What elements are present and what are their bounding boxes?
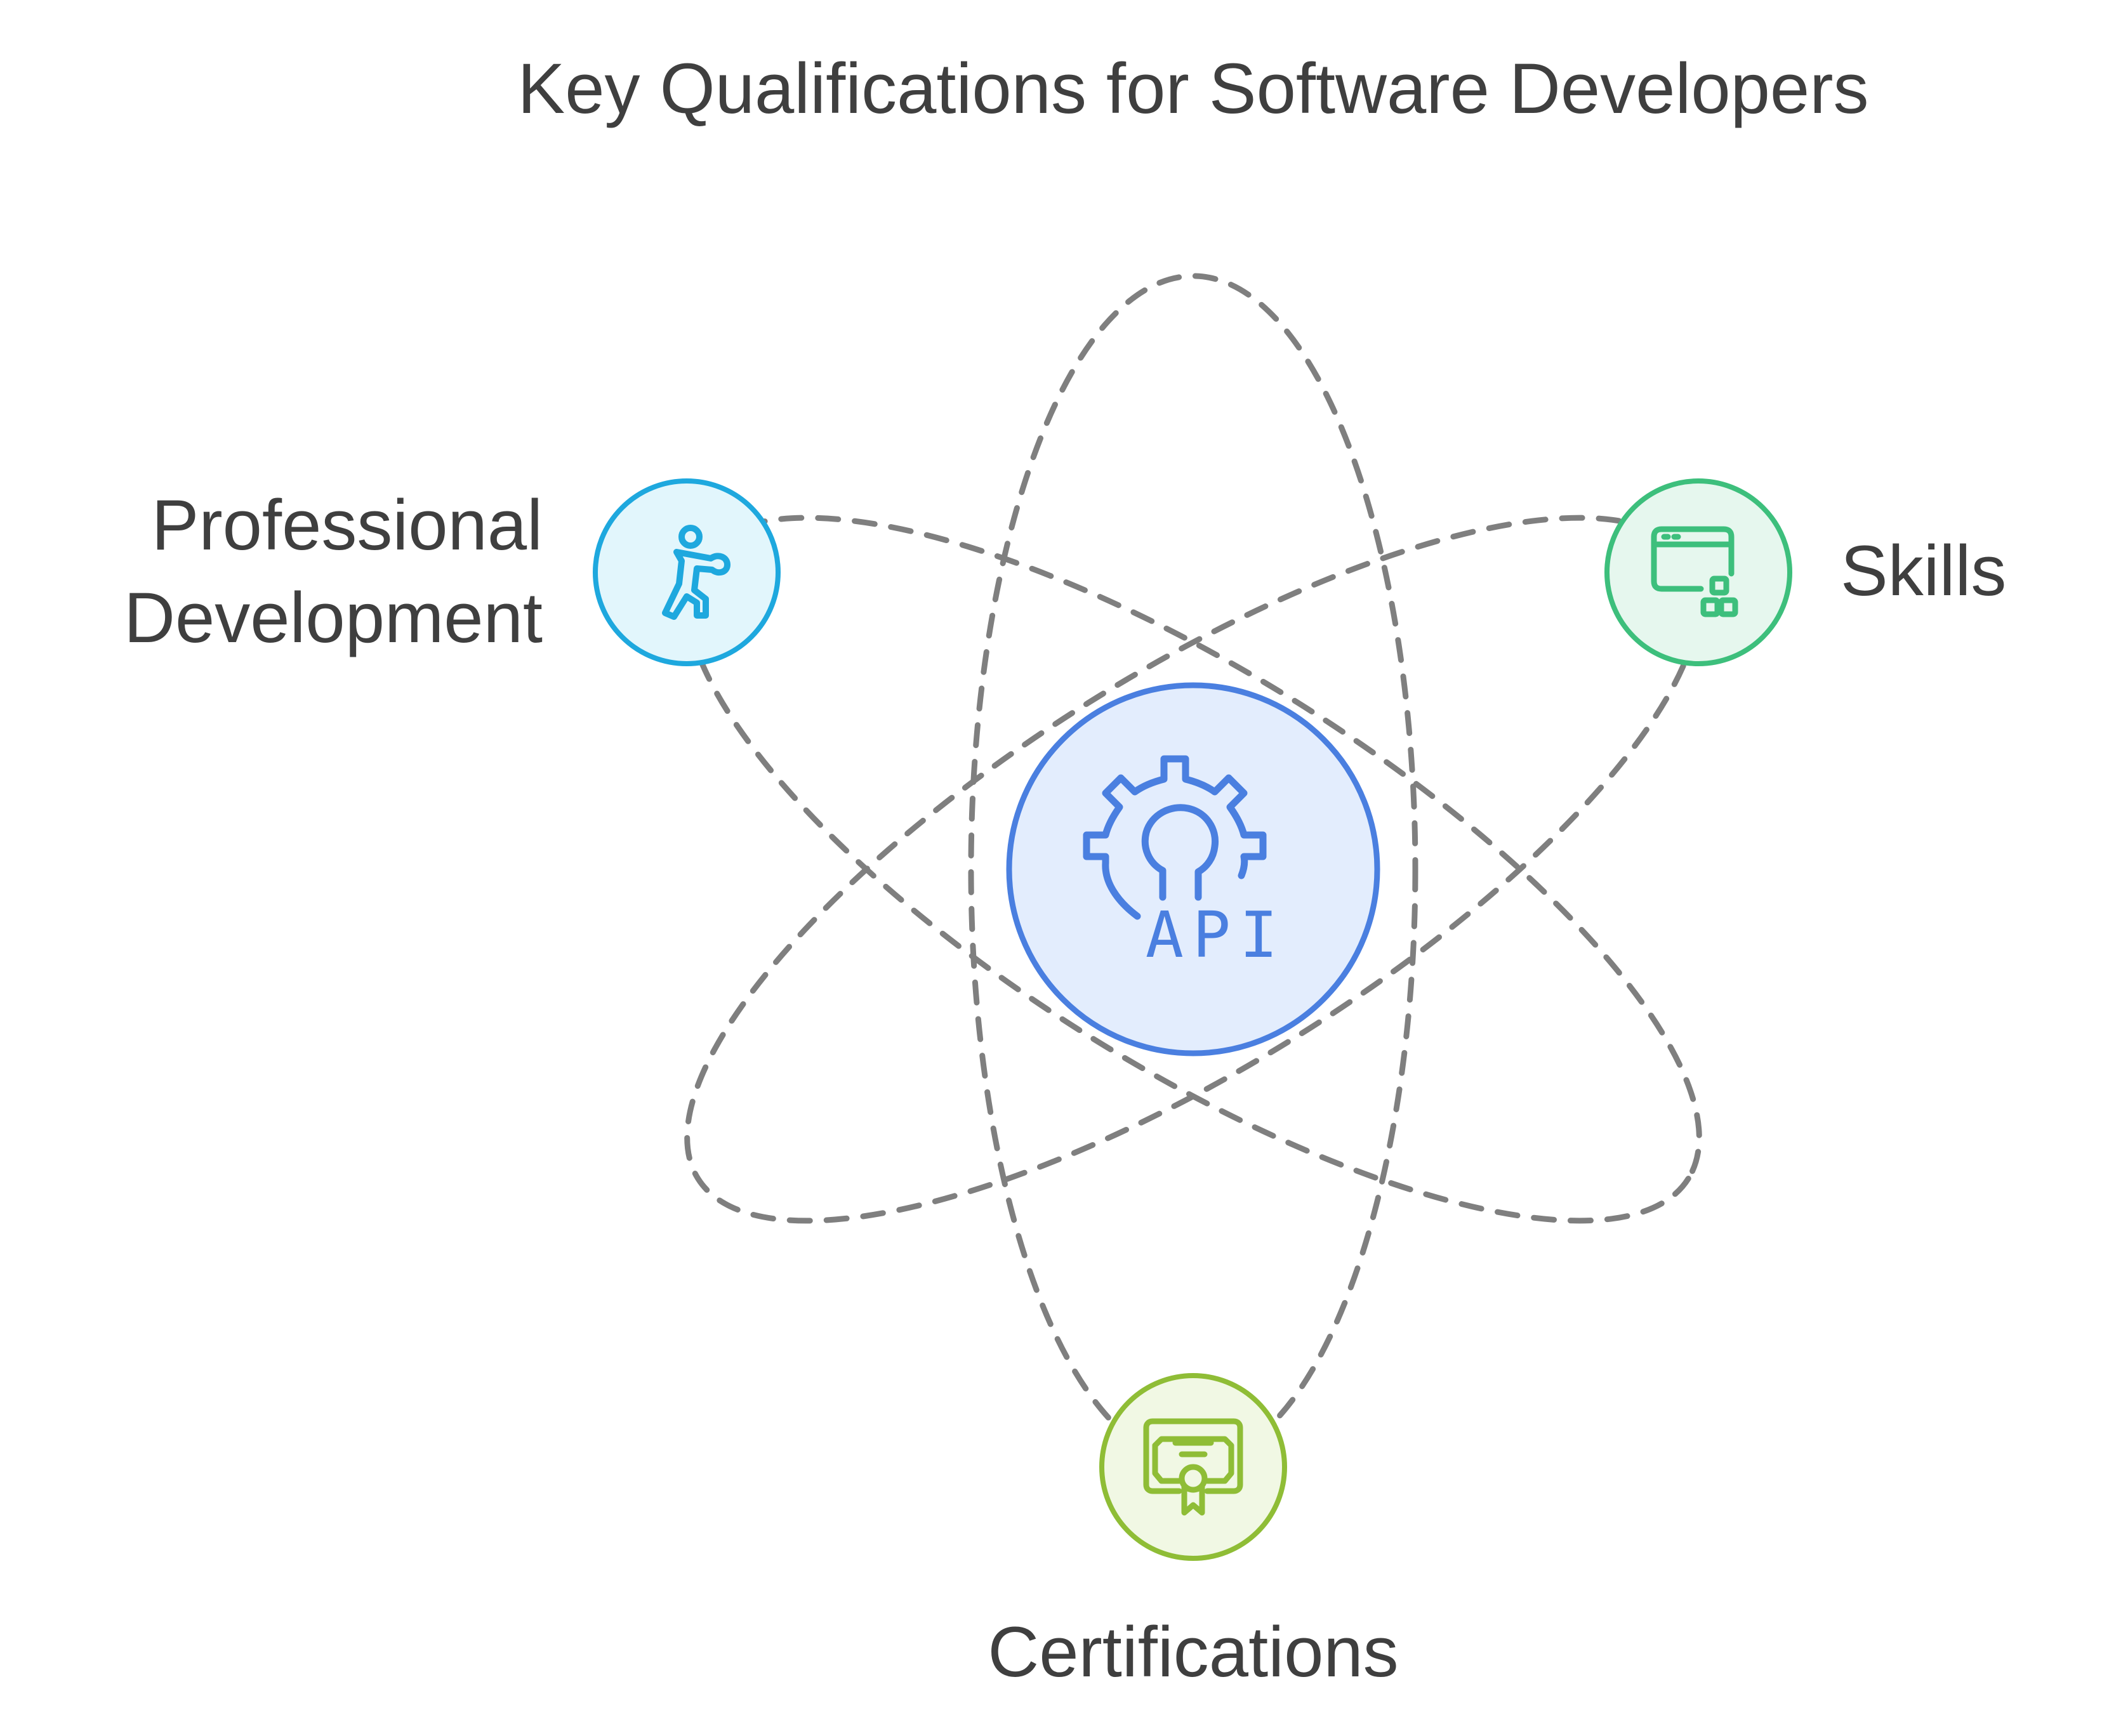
node-circle-skills bbox=[1604, 478, 1792, 666]
certificate-ribbon-icon bbox=[1143, 1418, 1243, 1516]
label-professional-development-line1: Professional bbox=[152, 485, 543, 565]
gear-api-icon bbox=[1083, 755, 1267, 920]
node-skills: Skills bbox=[1604, 478, 2006, 666]
node-professional-development: Professional Development bbox=[124, 478, 781, 666]
center-node: API bbox=[1006, 682, 1380, 1056]
node-circle-professional-development bbox=[593, 478, 781, 666]
label-professional-development-line2: Development bbox=[124, 578, 543, 657]
label-skills: Skills bbox=[1841, 531, 2006, 610]
person-running-icon bbox=[662, 525, 730, 620]
browser-window-blocks-icon bbox=[1651, 526, 1738, 617]
node-certifications: Certifications bbox=[988, 1373, 1399, 1692]
diagram-title: Key Qualifications for Software Develope… bbox=[518, 49, 1869, 128]
api-icon-text: API bbox=[1146, 898, 1287, 972]
label-certifications: Certifications bbox=[988, 1612, 1398, 1692]
center-circle bbox=[1006, 682, 1380, 1056]
